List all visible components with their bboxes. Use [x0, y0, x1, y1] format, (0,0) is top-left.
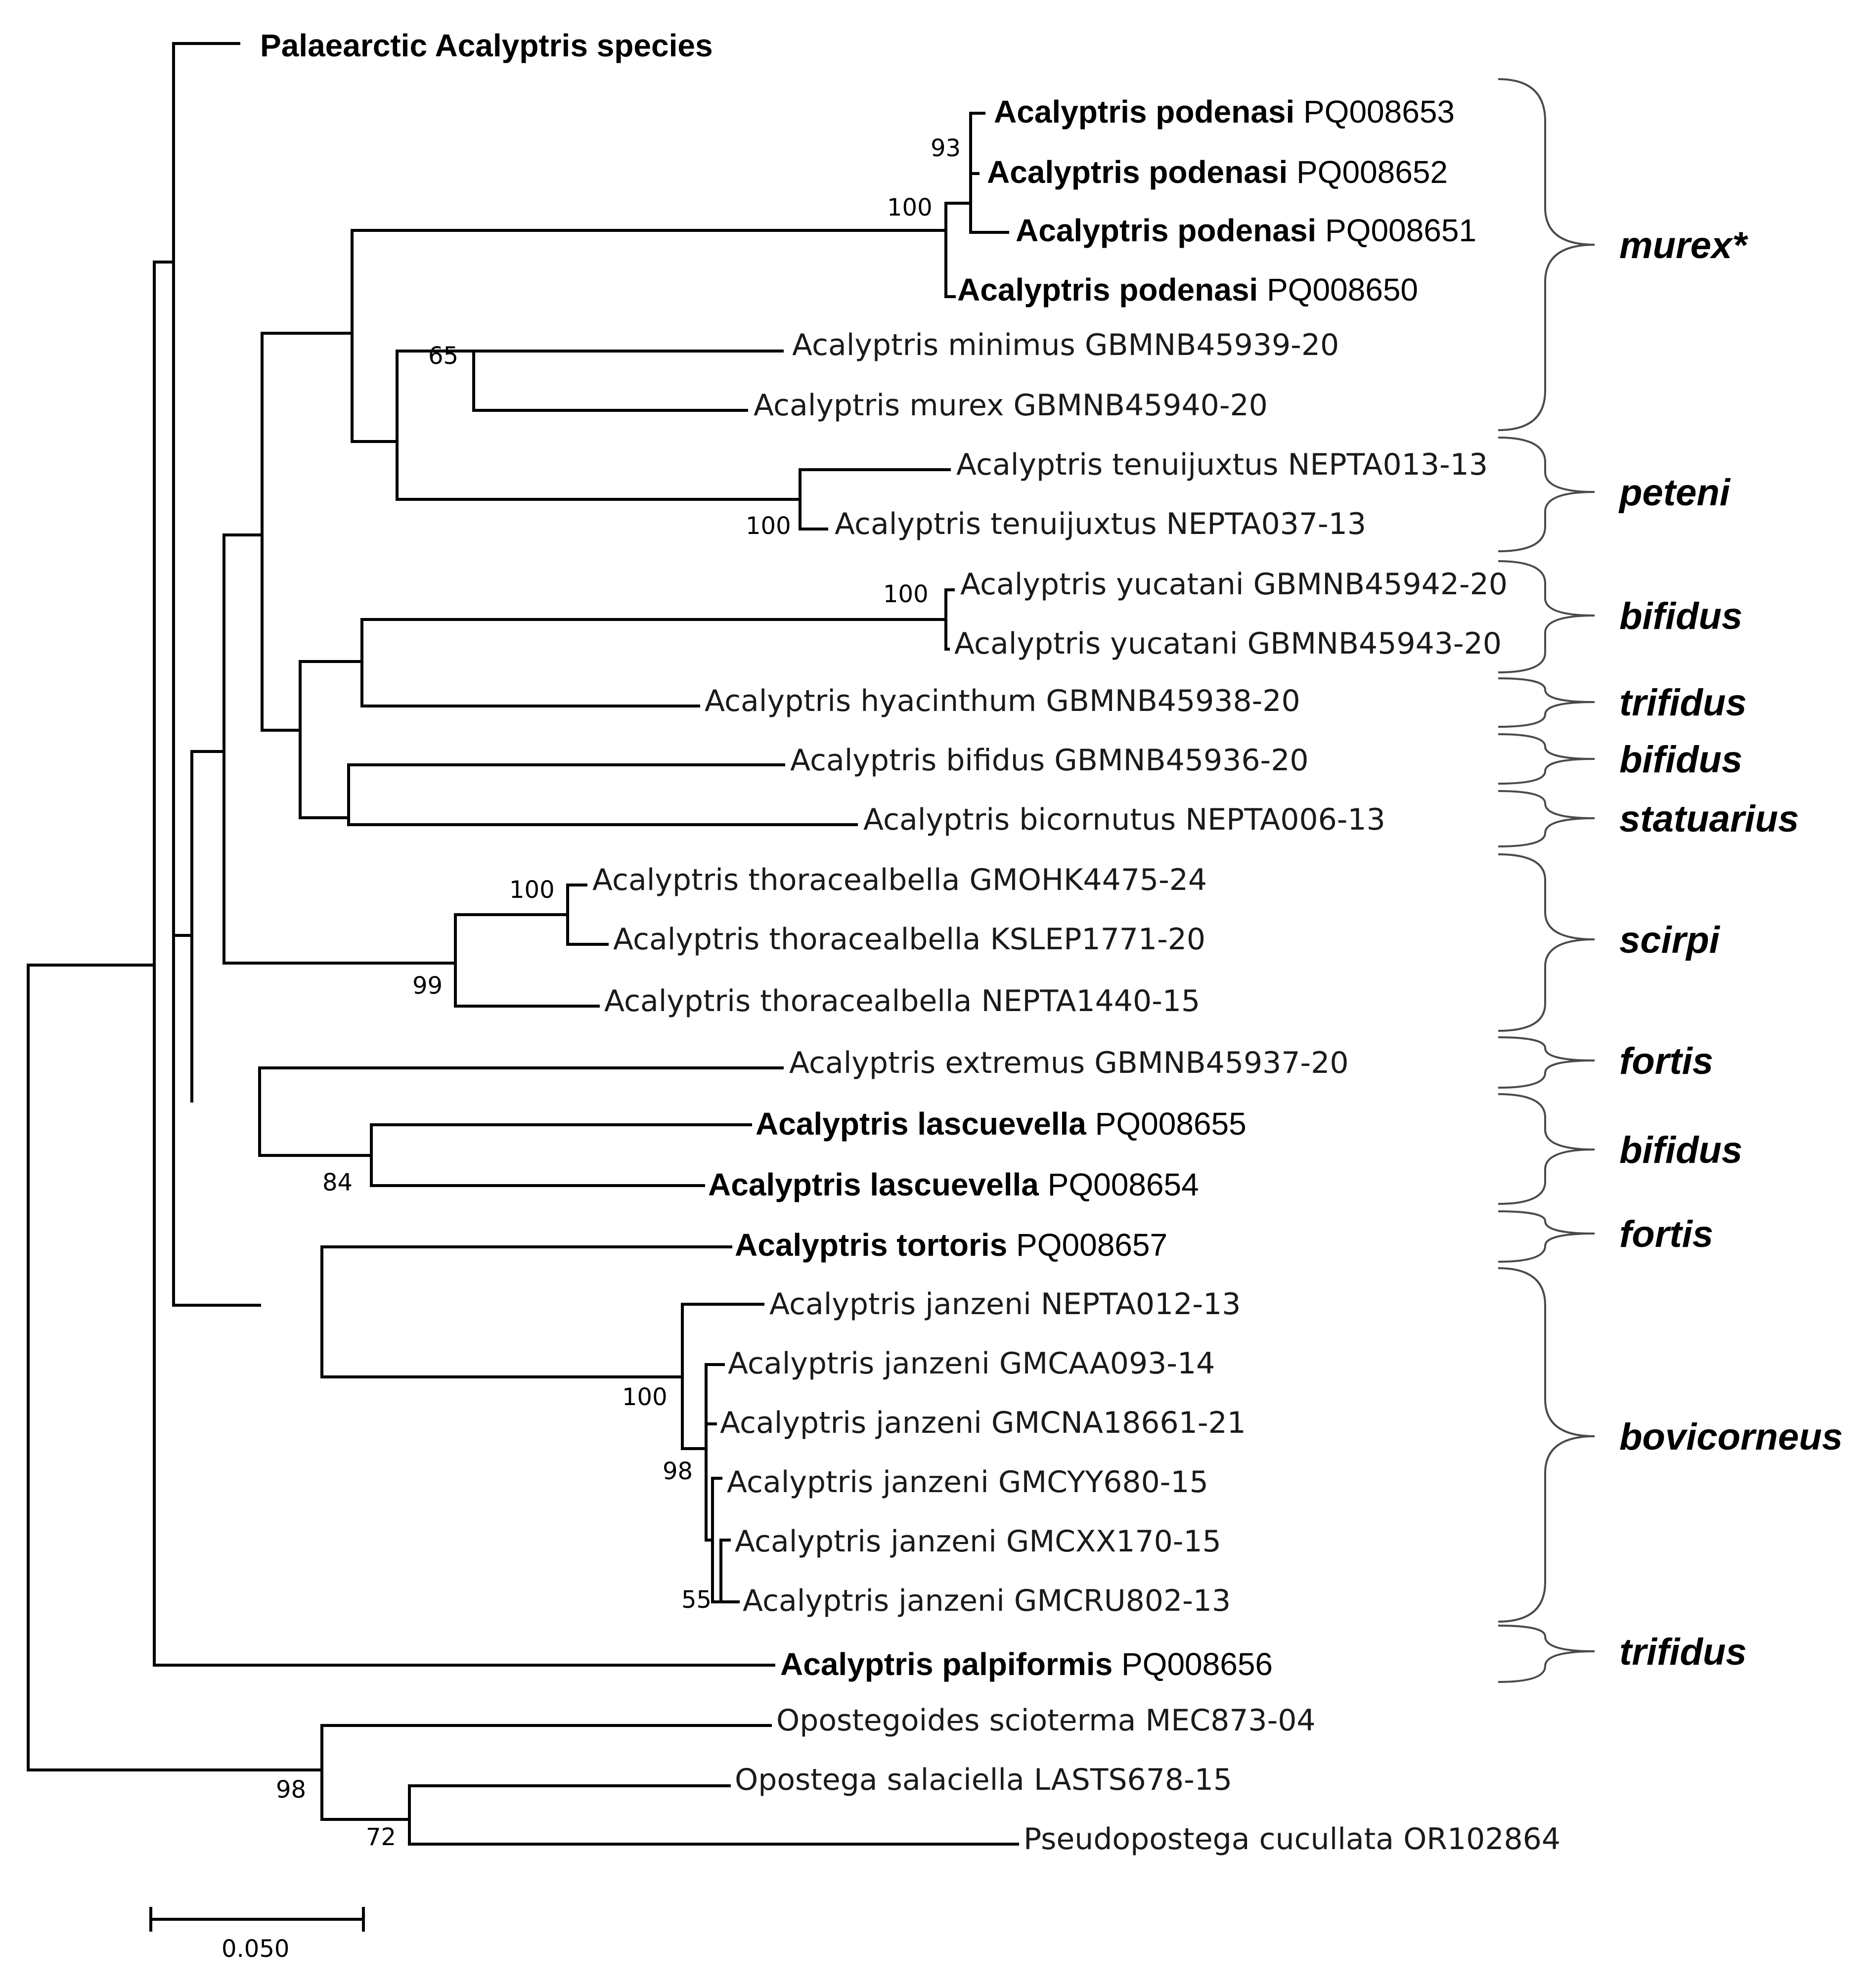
group-label-bifidus: bifidus — [1619, 739, 1742, 781]
branch-node-b — [172, 42, 240, 1307]
branch-node-e — [223, 332, 302, 732]
tip-label-palpiformis: Acalyptris palpiformis PQ008656 — [780, 1646, 1273, 1682]
branch-outgroup — [320, 1724, 1019, 1846]
branch-ingroup — [153, 261, 775, 1667]
tip-label-podenasi-51: Acalyptris podenasi PQ008651 — [1016, 213, 1476, 248]
branch-node-c — [172, 750, 261, 1307]
bootstrap-label: 100 — [746, 512, 791, 540]
brace-bifidus-3 — [1498, 1093, 1595, 1205]
tip-label-bifidus: Acalyptris bifidus GBMNB45936-20 — [790, 743, 1309, 778]
scale-bar: 0.050 — [149, 1907, 365, 1963]
brace-fortis-2 — [1498, 1210, 1595, 1263]
brace-bovicorneus — [1498, 1267, 1595, 1623]
tip-label-lascuevella-54: Acalyptris lascuevella PQ008654 — [708, 1167, 1199, 1202]
tip-label-janzeni-2: Acalyptris janzeni GMCAA093-14 — [728, 1346, 1215, 1381]
tip-label-podenasi-50: Acalyptris podenasi PQ008650 — [957, 272, 1418, 308]
tip-label-pseudopostega: Pseudopostega cucullata OR102864 — [1024, 1822, 1560, 1856]
brace-fortis-1 — [1498, 1036, 1595, 1089]
group-label-fortis: fortis — [1619, 1213, 1713, 1255]
tip-label-thoracealbella-1: Acalyptris thoracealbella GMOHK4475-24 — [592, 863, 1207, 897]
group-label-trifidus: trifidus — [1619, 682, 1747, 724]
tip-label-palaearctic: Palaearctic Acalyptris species — [260, 28, 713, 63]
branch-podenasi — [351, 202, 956, 298]
branch-root — [27, 964, 323, 1771]
tip-label-bicornutus: Acalyptris bicornutus NEPTA006-13 — [863, 802, 1385, 837]
brace-bifidus-1 — [1498, 560, 1595, 673]
brace-bifidus-2 — [1498, 733, 1595, 785]
brace-trifidus-2 — [1498, 1625, 1595, 1683]
tip-label-tenuijuxtus-13: Acalyptris tenuijuxtus NEPTA013-13 — [956, 447, 1488, 482]
bootstrap-label: 65 — [428, 342, 458, 370]
tip-label-tortoris: Acalyptris tortoris PQ008657 — [735, 1227, 1167, 1263]
bootstrap-label: 100 — [887, 194, 933, 221]
tip-label-janzeni-1: Acalyptris janzeni NEPTA012-13 — [769, 1287, 1241, 1322]
bootstrap-label: 100 — [622, 1383, 668, 1411]
tip-label-minimus: Acalyptris minimus GBMNB45939-20 — [792, 328, 1339, 362]
bootstrap-label: 99 — [412, 972, 443, 1000]
group-label-statuarius: statuarius — [1619, 798, 1799, 840]
bootstrap-label: 55 — [681, 1586, 712, 1614]
scale-bar-line — [149, 1907, 365, 1932]
branch-bif-bic — [347, 763, 858, 826]
brace-murex — [1498, 78, 1595, 431]
tip-label-yucatani-42: Acalyptris yucatani GBMNB45942-20 — [960, 567, 1508, 602]
tip-label-extremus: Acalyptris extremus GBMNB45937-20 — [789, 1046, 1349, 1080]
brace-scirpi — [1498, 853, 1595, 1032]
tip-label-yucatani-43: Acalyptris yucatani GBMNB45943-20 — [954, 626, 1502, 661]
branch-node-d — [190, 533, 457, 965]
branch-janzeni — [681, 1303, 764, 1603]
group-label-fortis: fortis — [1619, 1040, 1713, 1082]
group-label-murex: murex* — [1619, 224, 1748, 266]
tip-label-janzeni-6: Acalyptris janzeni GMCRU802-13 — [743, 1584, 1231, 1618]
tip-label-thoracealbella-2: Acalyptris thoracealbella KSLEP1771-20 — [613, 922, 1205, 957]
group-label-bifidus: bifidus — [1619, 595, 1742, 637]
tip-label-opostega: Opostega salaciella LASTS678-15 — [735, 1763, 1232, 1797]
group-label-trifidus: trifidus — [1619, 1631, 1747, 1673]
brace-peteni — [1498, 437, 1595, 552]
branch-node-g — [299, 660, 363, 819]
bootstrap-values: 93 100 65 100 100 100 99 84 100 98 55 98… — [276, 134, 961, 1851]
branch-thorac — [454, 884, 609, 1008]
tip-label-opostegoides: Opostegoides scioterma MEC873-04 — [776, 1703, 1316, 1738]
tip-label-lascuevella-55: Acalyptris lascuevella PQ008655 — [756, 1106, 1247, 1142]
bootstrap-label: 72 — [366, 1823, 396, 1851]
group-label-bovicorneus: bovicorneus — [1619, 1416, 1843, 1458]
brace-trifidus-1 — [1498, 677, 1595, 728]
tip-label-podenasi-52: Acalyptris podenasi PQ008652 — [987, 154, 1448, 190]
bootstrap-label: 100 — [509, 876, 555, 904]
tip-label-janzeni-4: Acalyptris janzeni GMCYY680-15 — [727, 1465, 1208, 1500]
group-label-scirpi: scirpi — [1619, 919, 1721, 961]
tip-label-hyacinthum: Acalyptris hyacinthum GBMNB45938-20 — [705, 684, 1300, 718]
branch-node-k — [258, 1066, 784, 1187]
tip-label-tenuijuxtus-37: Acalyptris tenuijuxtus NEPTA037-13 — [835, 507, 1366, 541]
branch-node-m — [320, 1245, 732, 1378]
bootstrap-label: 100 — [883, 580, 929, 608]
group-label-peteni: peteni — [1618, 472, 1731, 514]
bootstrap-label: 84 — [322, 1169, 353, 1196]
tip-label-murex: Acalyptris murex GBMNB45940-20 — [754, 388, 1268, 423]
bootstrap-label: 98 — [663, 1458, 693, 1485]
branch-pod-inner — [944, 112, 1009, 234]
tip-label-podenasi-53: Acalyptris podenasi PQ008653 — [994, 94, 1455, 130]
scale-bar-label: 0.050 — [222, 1935, 289, 1963]
bootstrap-label: 93 — [931, 134, 961, 162]
tip-labels: Palaearctic Acalyptris species Acalyptri… — [260, 28, 1560, 1856]
branch-tenui — [396, 440, 951, 530]
brace-statuarius — [1498, 790, 1595, 847]
tip-label-janzeni-3: Acalyptris janzeni GMCNA18661-21 — [720, 1406, 1246, 1440]
group-label-bifidus: bifidus — [1619, 1129, 1742, 1171]
bootstrap-label: 98 — [276, 1776, 306, 1804]
group-braces — [1498, 78, 1595, 1683]
group-labels: murex* peteni bifidus trifidus bifidus s… — [1618, 224, 1843, 1673]
tip-label-thoracealbella-3: Acalyptris thoracealbella NEPTA1440-15 — [604, 984, 1200, 1018]
tree-branches — [27, 42, 1019, 1846]
branch-node-h — [360, 588, 955, 707]
branch-node-f — [261, 229, 399, 443]
tip-label-janzeni-5: Acalyptris janzeni GMCXX170-15 — [735, 1524, 1221, 1559]
